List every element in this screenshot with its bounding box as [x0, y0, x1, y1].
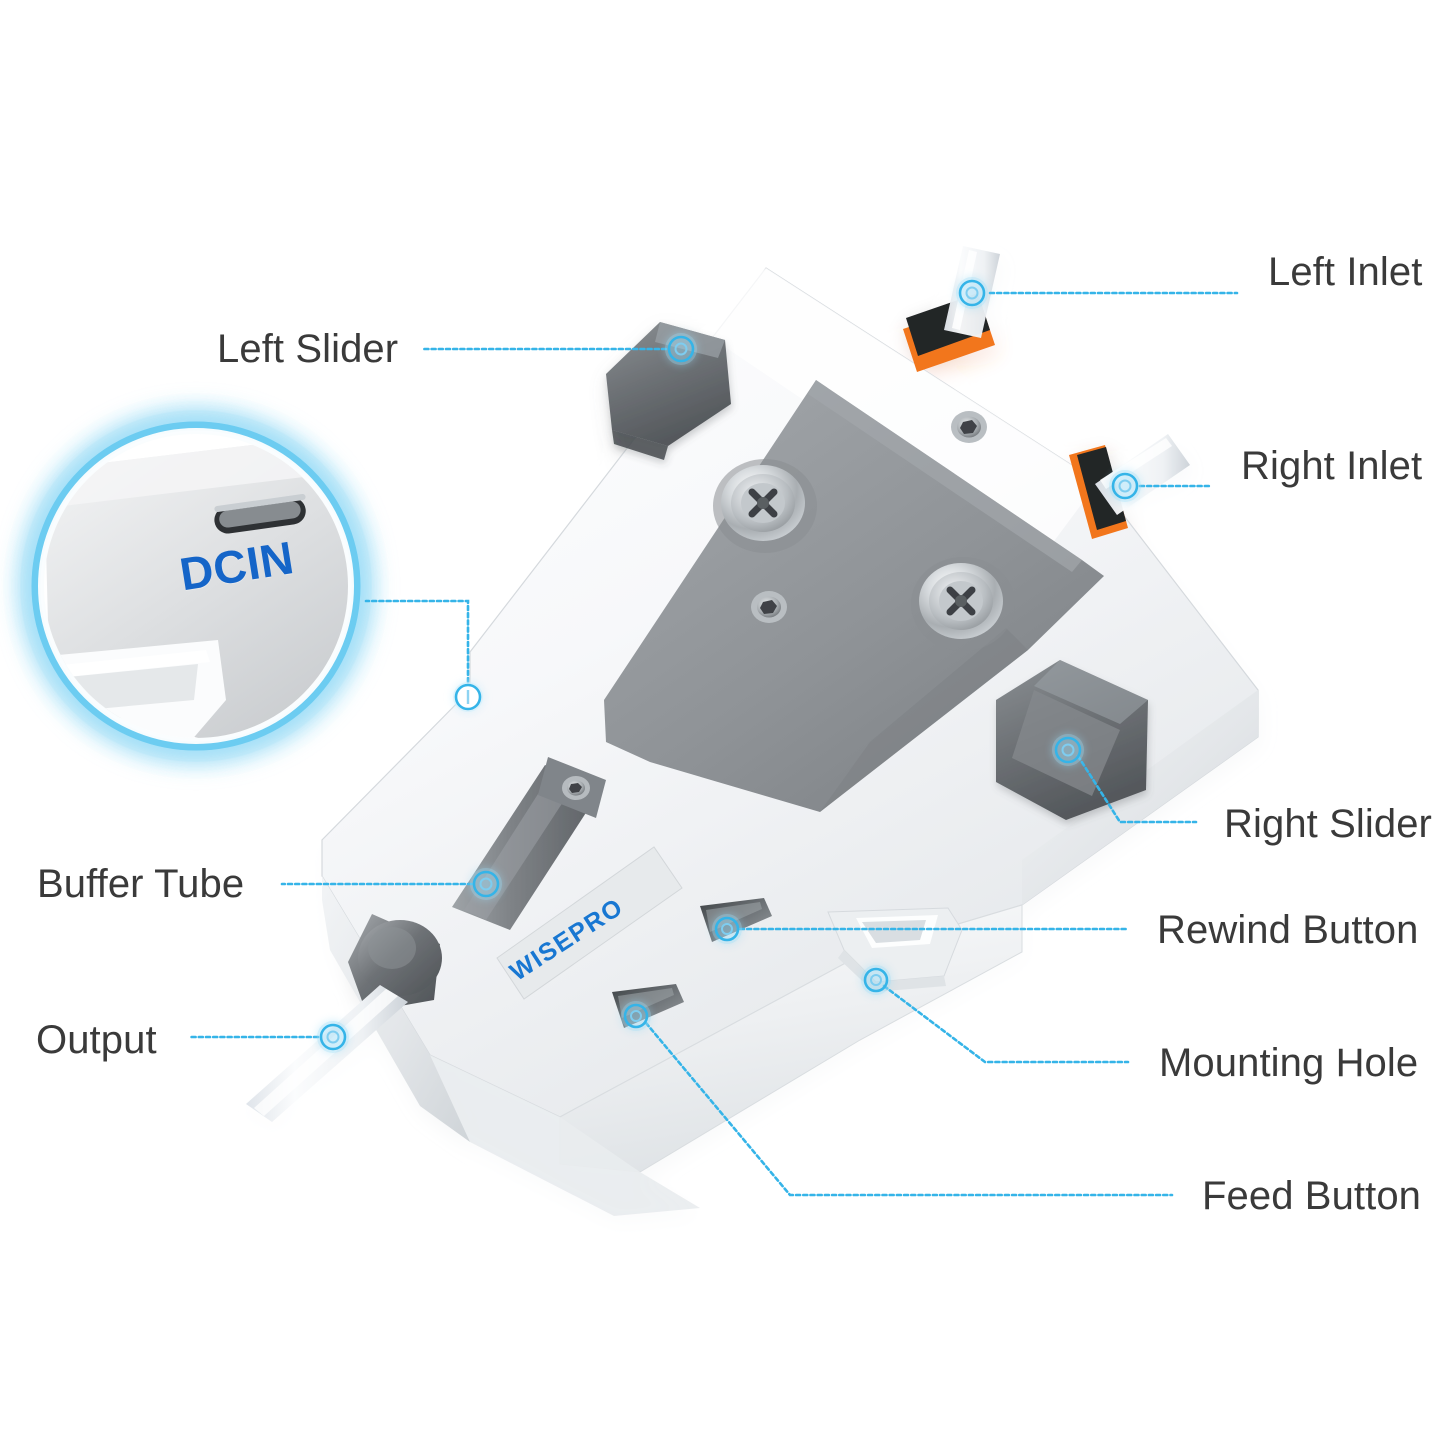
output-tube-highlight [254, 989, 398, 1116]
callout-label-left-slider: Left Slider [217, 327, 399, 371]
mounting-hole-aperture [862, 920, 926, 943]
mounting-hole [827, 907, 963, 992]
hotspot-buffer-tube[interactable] [470, 868, 502, 900]
device-right-face [1022, 690, 1258, 905]
left-inlet-assembly [903, 246, 1000, 372]
magnifier-glow-ring [31, 421, 361, 751]
hotspot-left-inlet[interactable] [956, 277, 988, 309]
device-top-highlight [700, 268, 1098, 560]
hotspot-feed-button[interactable] [621, 1001, 651, 1031]
callout-label-right-slider: Right Slider [1224, 802, 1432, 846]
leader-right-slider [1076, 754, 1198, 824]
usbc-port-tongue [219, 501, 301, 528]
callout-leader-lines [188, 291, 1239, 1197]
hotspot-rewind-button[interactable] [712, 914, 742, 944]
screw-large-right [911, 557, 1015, 651]
magnifier-content [44, 434, 348, 738]
callout-label-mounting-hole: Mounting Hole [1159, 1041, 1419, 1085]
callout-label-right-inlet: Right Inlet [1241, 444, 1423, 488]
callout-label-output: Output [36, 1018, 157, 1062]
leader-mounting [882, 984, 1130, 1064]
hotspot-left-slider[interactable] [665, 333, 697, 365]
leader-feed [644, 1021, 1174, 1197]
callout-label-buffer-tube: Buffer Tube [37, 862, 245, 906]
left-slider-shadowface [612, 430, 668, 460]
callout-hotspots [317, 277, 1141, 1053]
callout-label-left-inlet: Left Inlet [1268, 250, 1423, 294]
screw-large-left [713, 459, 817, 553]
device-button-panel [420, 1055, 700, 1216]
hotspot-dcin[interactable] [453, 682, 483, 712]
hotspot-output[interactable] [317, 1021, 349, 1053]
dcin-magnifier-inset [20, 410, 372, 762]
pump-head-plate-edge [808, 380, 1082, 572]
usbc-port-chamfer [214, 494, 306, 512]
callout-label-feed-button: Feed Button [1202, 1174, 1422, 1218]
hex-screw-bottom [751, 591, 787, 623]
hotspot-mounting-hole[interactable] [861, 965, 891, 995]
hotspot-right-inlet[interactable] [1109, 470, 1141, 502]
usbc-port [214, 494, 306, 534]
hex-screw-top [951, 411, 987, 443]
magnifier-inner-ring [38, 428, 354, 744]
pump-device [246, 246, 1259, 1216]
callout-label-rewind-button: Rewind Button [1157, 908, 1419, 952]
output-assembly [246, 914, 442, 1122]
right-slider-top [1034, 660, 1148, 724]
brand-badge [496, 846, 683, 1000]
leader-dcin [364, 599, 470, 684]
pump-head-plate-shade [820, 628, 1028, 812]
hotspot-right-slider[interactable] [1052, 734, 1084, 766]
pump-head-plate [604, 380, 1104, 812]
